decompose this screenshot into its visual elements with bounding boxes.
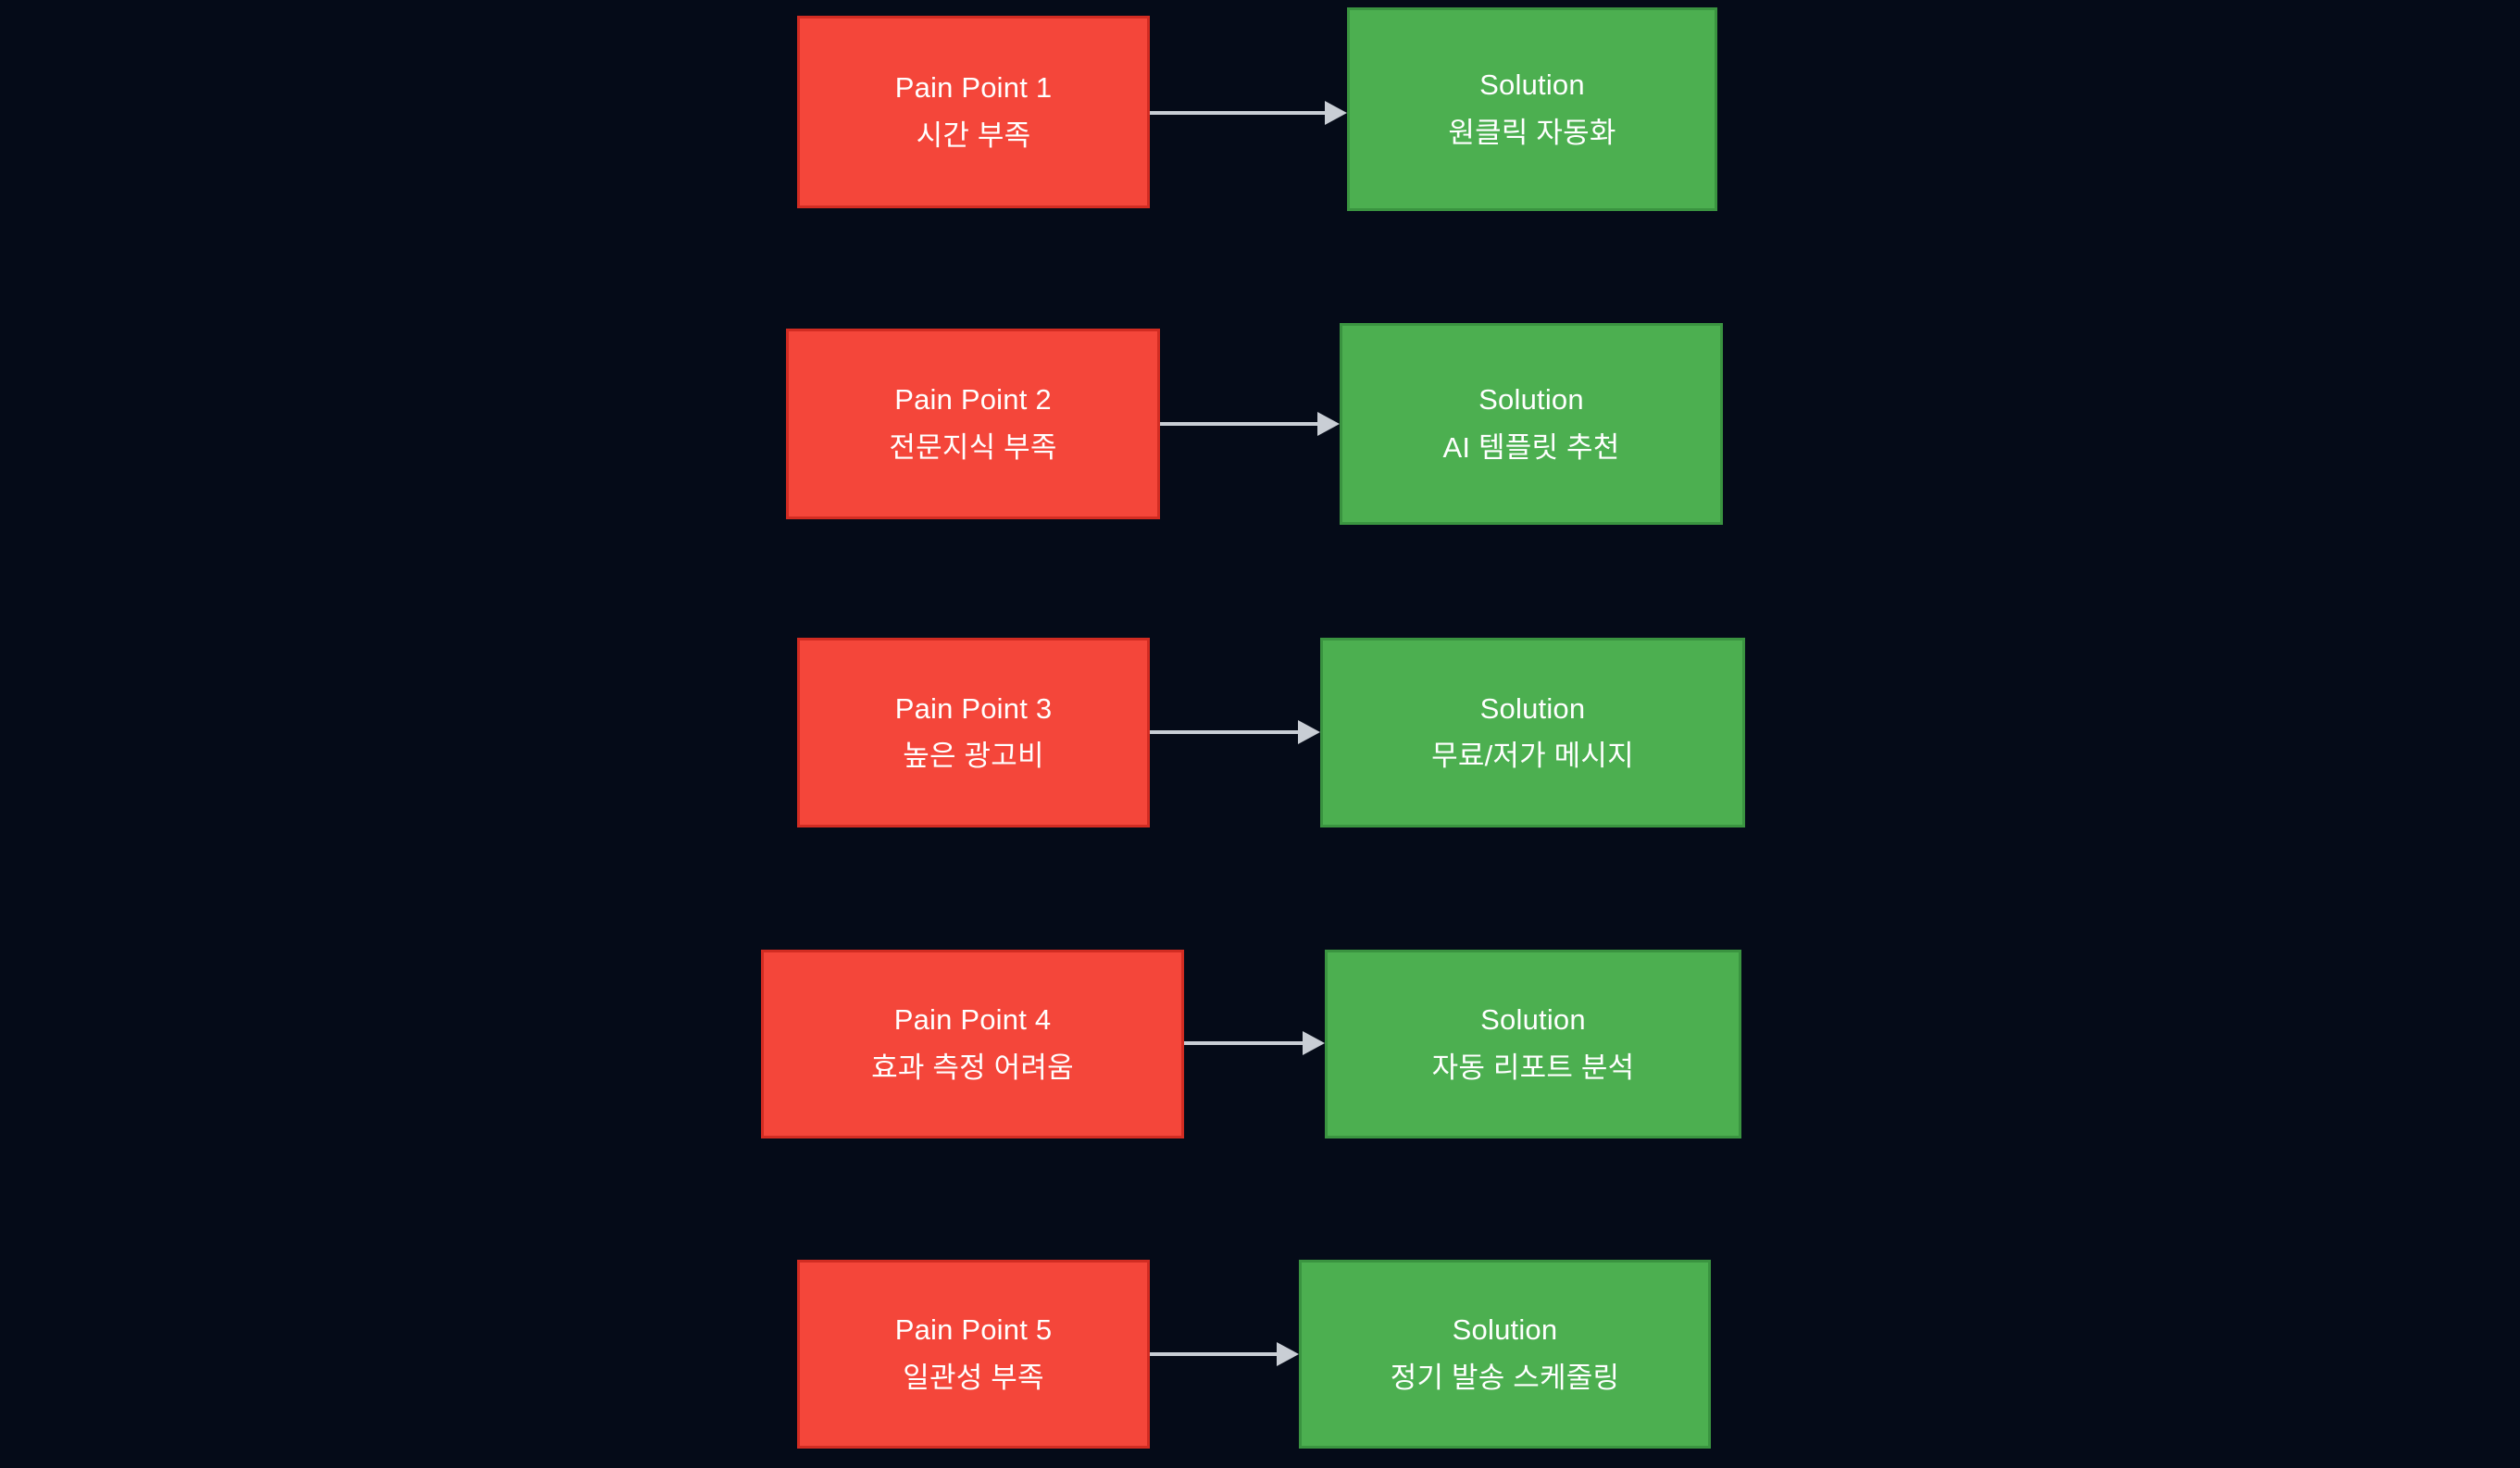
pain-point-node-4[interactable]: Pain Point 4 효과 측정 어려움 [761, 950, 1184, 1138]
pain-point-node-5[interactable]: Pain Point 5 일관성 부족 [797, 1260, 1150, 1449]
solution-detail-4: 자동 리포트 분석 [1431, 1051, 1635, 1084]
pain-point-title-5: Pain Point 5 [894, 1313, 1053, 1347]
edge-arrowhead-2 [1317, 412, 1340, 436]
pain-point-title-2: Pain Point 2 [894, 383, 1052, 417]
solution-detail-3: 무료/저가 메시지 [1431, 740, 1634, 772]
edge-arrowhead-4 [1303, 1031, 1325, 1055]
edge-arrowhead-1 [1325, 101, 1347, 125]
solution-node-4[interactable]: Solution 자동 리포트 분석 [1325, 950, 1741, 1138]
solution-detail-5: 정기 발송 스케줄링 [1390, 1361, 1620, 1394]
solution-node-2[interactable]: Solution AI 템플릿 추천 [1340, 323, 1723, 525]
edge-shaft-5 [1150, 1352, 1277, 1356]
pain-point-node-2[interactable]: Pain Point 2 전문지식 부족 [786, 329, 1160, 519]
solution-node-5[interactable]: Solution 정기 발송 스케줄링 [1299, 1260, 1711, 1449]
solution-title-2: Solution [1478, 383, 1584, 417]
edge-shaft-4 [1184, 1041, 1303, 1045]
solution-detail-2: AI 템플릿 추천 [1442, 430, 1620, 464]
pain-point-node-3[interactable]: Pain Point 3 높은 광고비 [797, 638, 1150, 827]
pain-point-detail-5: 일관성 부족 [903, 1361, 1044, 1394]
edge-arrowhead-3 [1298, 720, 1320, 744]
pain-point-node-1[interactable]: Pain Point 1 시간 부족 [797, 16, 1150, 208]
solution-title-1: Solution [1479, 68, 1585, 102]
pain-point-detail-4: 효과 측정 어려움 [871, 1051, 1074, 1084]
solution-node-3[interactable]: Solution 무료/저가 메시지 [1320, 638, 1745, 827]
pain-point-title-3: Pain Point 3 [894, 691, 1053, 725]
pain-point-title-1: Pain Point 1 [894, 71, 1053, 105]
solution-title-3: Solution [1479, 691, 1586, 725]
pain-point-detail-3: 높은 광고비 [903, 740, 1044, 772]
pain-point-detail-1: 시간 부족 [916, 118, 1031, 152]
solution-title-5: Solution [1452, 1313, 1558, 1347]
pain-point-title-4: Pain Point 4 [893, 1003, 1052, 1037]
pain-point-detail-2: 전문지식 부족 [889, 430, 1057, 464]
edge-shaft-1 [1150, 111, 1325, 115]
edge-shaft-2 [1160, 422, 1317, 426]
solution-detail-1: 원클릭 자동화 [1448, 116, 1616, 149]
edge-shaft-3 [1150, 730, 1298, 734]
edge-arrowhead-5 [1277, 1342, 1299, 1366]
solution-node-1[interactable]: Solution 원클릭 자동화 [1347, 7, 1717, 211]
solution-title-4: Solution [1480, 1003, 1586, 1037]
